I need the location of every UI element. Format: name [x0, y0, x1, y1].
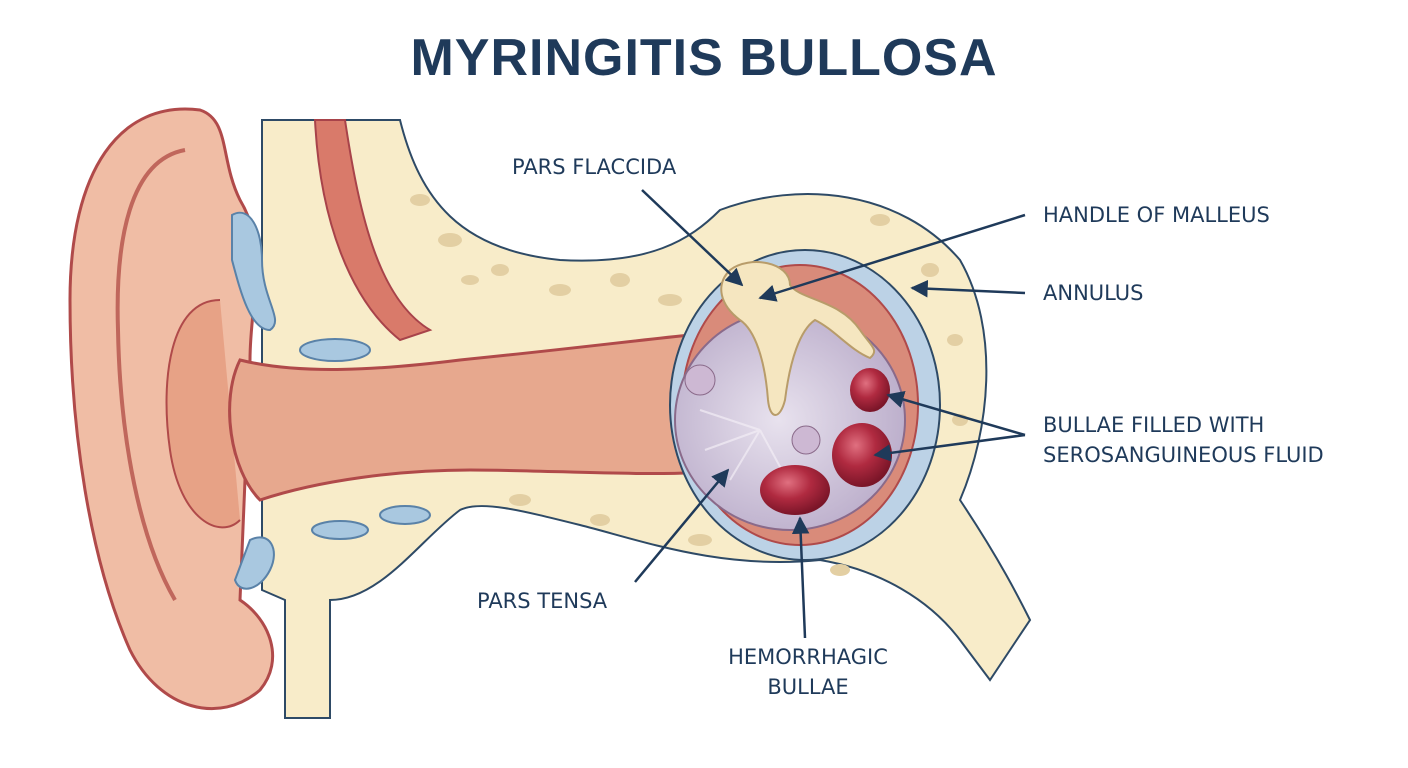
label-annulus: ANNULUS [1043, 281, 1144, 305]
label-hemorrhagic-line1: HEMORRHAGIC [728, 645, 888, 669]
arrow-pars-tensa [634, 468, 730, 583]
bone-trabeculae [410, 194, 968, 576]
arrow-handle-of-malleus [758, 213, 1026, 302]
arrow-bullae-2 [873, 433, 1026, 462]
label-bullae-serosanguineous: BULLAE FILLED WITH SEROSANGUINEOUS FLUID [1043, 410, 1324, 470]
hemorrhagic-bulla [760, 465, 830, 515]
bulla [850, 368, 890, 412]
label-pars-flaccida: PARS FLACCIDA [512, 155, 677, 179]
arrow-pars-flaccida [641, 189, 744, 287]
label-handle-of-malleus: HANDLE OF MALLEUS [1043, 203, 1270, 227]
ear-canal [228, 333, 732, 502]
diagram-title: MYRINGITIS BULLOSA [410, 29, 998, 87]
arrow-bullae-1 [886, 391, 1026, 437]
arrow-annulus [910, 279, 1026, 298]
bulla [832, 423, 892, 487]
cartilage [231, 211, 431, 590]
label-hemorrhagic-line2: BULLAE [767, 675, 849, 699]
label-bullae-line2: SEROSANGUINEOUS FLUID [1043, 443, 1324, 467]
arrow-hemorrhagic-bullae [791, 516, 810, 639]
label-pars-tensa: PARS TENSA [477, 589, 608, 613]
label-bullae-line1: BULLAE FILLED WITH [1043, 413, 1265, 437]
label-hemorrhagic-bullae: HEMORRHAGIC BULLAE [698, 642, 918, 702]
